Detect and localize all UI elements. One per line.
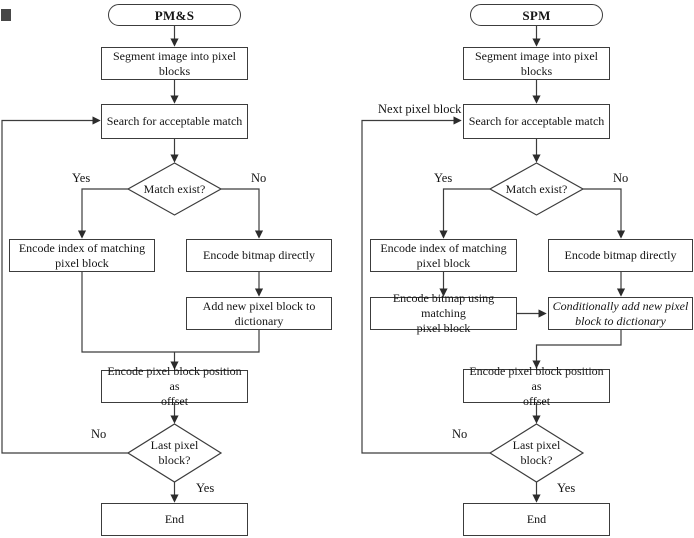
edge-label-no: No xyxy=(91,427,107,441)
decision-last-pixel-block: Last pixel block? xyxy=(150,438,199,467)
decision-diamond xyxy=(488,162,585,216)
terminator-end: End xyxy=(101,503,248,536)
flow-loop-arrow xyxy=(361,116,490,454)
node-segment-image: Segment image into pixel blocks xyxy=(101,47,248,80)
flow-merge-line xyxy=(81,272,260,353)
edge-label-next-pixel-block: Next pixel block xyxy=(378,102,462,116)
edge-label-no: No xyxy=(452,427,468,441)
flow-arrow xyxy=(439,188,490,239)
node-encode-bitmap-directly: Encode bitmap directly xyxy=(186,239,332,272)
flow-loop-arrow xyxy=(1,116,128,454)
flow-arrow xyxy=(583,188,626,239)
decision-diamond xyxy=(488,423,585,483)
decision-last-pixel-block: Last pixel block? xyxy=(512,438,561,467)
node-segment-image: Segment image into pixel blocks xyxy=(463,47,610,80)
terminator-end: End xyxy=(463,503,610,536)
node-search-match: Search for acceptable match xyxy=(463,104,610,139)
decision-match-exist: Match exist? xyxy=(143,181,206,196)
edge-label-yes: Yes xyxy=(557,481,576,495)
node-encode-position-offset: Encode pixel block position as offset xyxy=(101,364,248,408)
flow-arrow xyxy=(221,188,264,239)
scan-artifact-square xyxy=(1,9,11,21)
flow-arrow xyxy=(532,330,622,369)
node-encode-bitmap-matching: Encode bitmap using matching pixel block xyxy=(370,291,517,335)
node-encode-index: Encode index of matching pixel block xyxy=(9,239,155,272)
node-encode-position-offset: Encode pixel block position as offset xyxy=(463,364,610,408)
node-search-match: Search for acceptable match xyxy=(101,104,248,139)
node-add-to-dictionary: Add new pixel block to dictionary xyxy=(186,297,332,330)
terminator-pms: PM&S xyxy=(108,4,241,26)
decision-match-exist: Match exist? xyxy=(505,181,568,196)
edge-label-no: No xyxy=(251,171,267,185)
decision-diamond xyxy=(126,162,223,216)
terminator-spm: SPM xyxy=(470,4,603,26)
node-conditionally-add-dictionary: Conditionally add new pixel block to dic… xyxy=(548,297,693,330)
edge-label-no: No xyxy=(613,171,629,185)
node-encode-index: Encode index of matching pixel block xyxy=(370,239,517,272)
flow-arrow xyxy=(77,188,128,239)
edge-label-yes: Yes xyxy=(72,171,91,185)
edge-label-yes: Yes xyxy=(196,481,215,495)
node-encode-bitmap-directly: Encode bitmap directly xyxy=(548,239,693,272)
decision-diamond xyxy=(126,423,223,483)
edge-label-yes: Yes xyxy=(434,171,453,185)
